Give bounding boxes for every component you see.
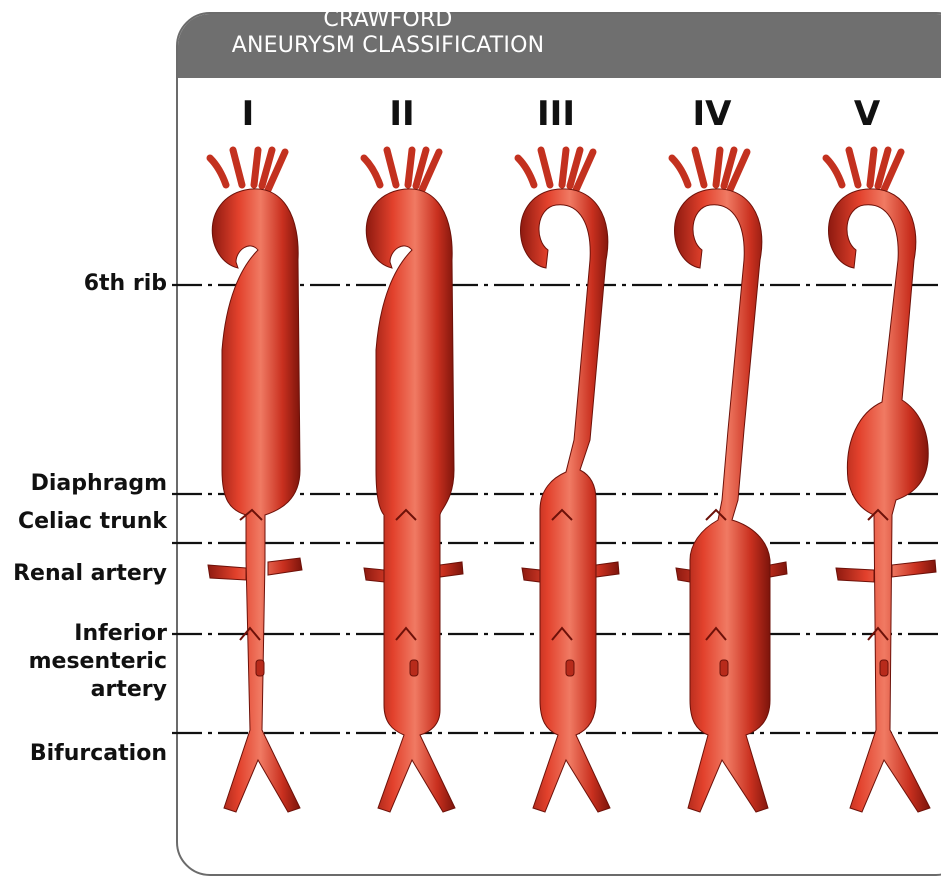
aorta-type-v (826, 150, 936, 812)
crawford-diagram: CRAWFORD ANEURYSM CLASSIFICATION I II II… (0, 0, 941, 841)
aorta-type-iii (518, 150, 619, 812)
mesenteric-stubs (256, 660, 888, 676)
aorta-type-i (208, 150, 302, 812)
stub-iv (720, 660, 728, 676)
stub-iii (566, 660, 574, 676)
aorta-illustration (0, 0, 941, 841)
aorta-type-ii (364, 150, 463, 812)
aorta-type-iv (672, 150, 787, 812)
stub-v (880, 660, 888, 676)
stub-ii (410, 660, 418, 676)
stub-i (256, 660, 264, 676)
